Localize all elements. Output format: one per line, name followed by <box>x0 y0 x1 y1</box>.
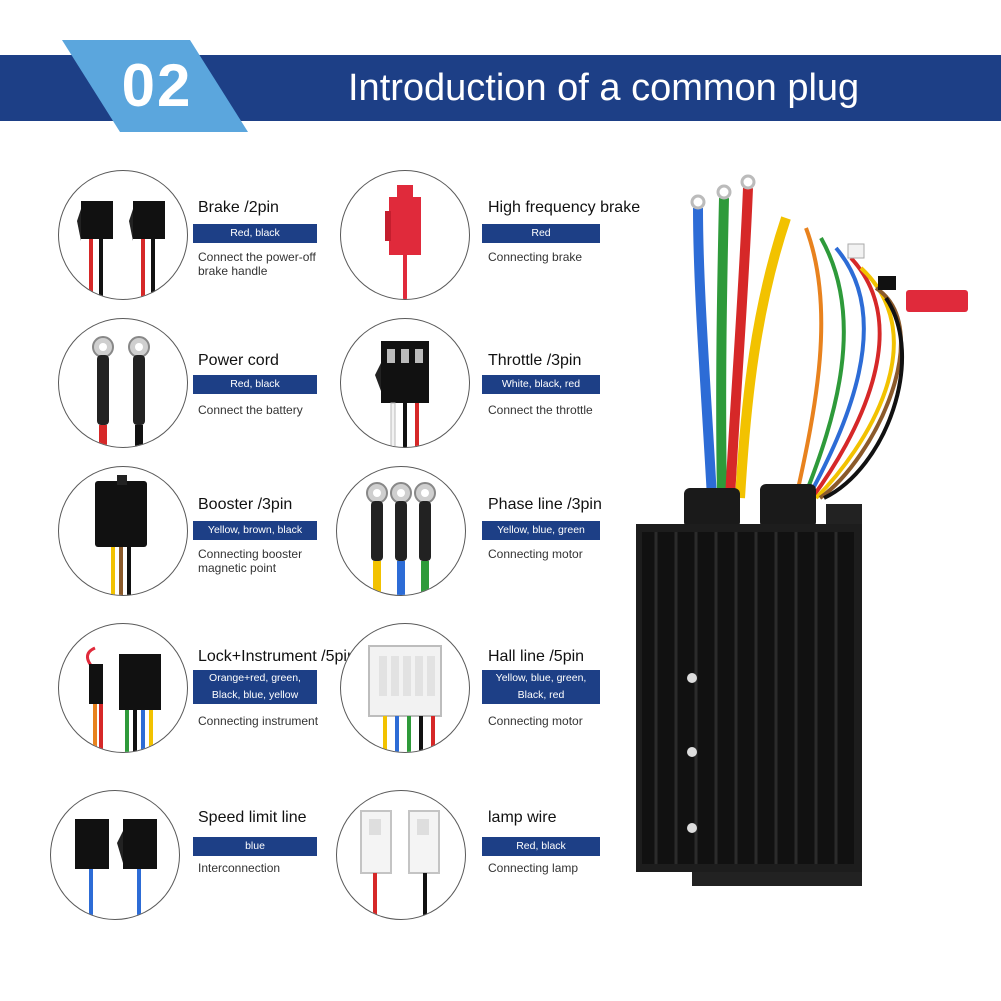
brake-2pin-desc: Connect the power-off brake handle <box>198 250 316 278</box>
hall-line-desc: Connecting motor <box>488 714 583 728</box>
high-frequency-brake-title: High frequency brake <box>488 199 641 216</box>
lock-instrument-desc: Connecting instrument <box>198 714 319 728</box>
power-cord-colors: Red, black <box>193 375 317 394</box>
hall-line-5pin-connector-icon <box>340 623 470 753</box>
booster-3pin-connector-icon <box>58 466 188 596</box>
throttle-3pin-title: Throttle /3pin <box>488 352 582 369</box>
throttle-3pin-connector-icon <box>340 318 470 448</box>
motor-controller-icon <box>636 168 988 898</box>
speed-limit-desc: Interconnection <box>198 861 281 875</box>
hall-line-title: Hall line /5pin <box>488 648 585 665</box>
lamp-wire-title: lamp wire <box>488 809 557 826</box>
power-cord-terminal-icon <box>58 318 188 448</box>
power-cord-desc: Connect the battery <box>198 403 303 417</box>
phase-line-title: Phase line /3pin <box>488 496 602 513</box>
high-frequency-brake-connector-icon <box>340 170 470 300</box>
brake-2pin-connector-icon <box>58 170 188 300</box>
lamp-wire-connector-icon <box>336 790 466 920</box>
phase-line-colors: Yellow, blue, green <box>482 521 600 540</box>
power-cord-title: Power cord <box>198 352 279 369</box>
speed-limit-colors: blue <box>193 837 317 856</box>
section-number: 02 <box>121 52 193 119</box>
booster-3pin-colors: Yellow, brown, black <box>193 521 317 540</box>
lock-instrument-colors: Orange+red, green, Black, blue, yellow <box>193 670 317 704</box>
high-frequency-brake-desc: Connecting brake <box>488 250 583 264</box>
lock-instrument-5pin-connector-icon <box>58 623 188 753</box>
lamp-wire-colors: Red, black <box>482 837 600 856</box>
throttle-3pin-colors: White, black, red <box>482 375 600 394</box>
hall-line-colors: Yellow, blue, green, Black, red <box>482 670 600 704</box>
phase-line-terminal-icon <box>336 466 466 596</box>
booster-3pin-title: Booster /3pin <box>198 496 293 513</box>
section-badge <box>62 40 248 132</box>
brake-2pin-colors: Red, black <box>193 224 317 243</box>
speed-limit-title: Speed limit line <box>198 809 307 826</box>
high-frequency-brake-colors: Red <box>482 224 600 243</box>
speed-limit-connector-icon <box>50 790 180 920</box>
lamp-wire-desc: Connecting lamp <box>488 861 579 875</box>
phase-line-desc: Connecting motor <box>488 547 583 561</box>
lock-instrument-title: Lock+Instrument /5pin <box>198 648 356 665</box>
page-title: Introduction of a common plug <box>348 67 860 109</box>
brake-2pin-title: Brake /2pin <box>198 199 279 216</box>
booster-3pin-desc: Connecting booster magnetic point <box>198 547 303 575</box>
throttle-3pin-desc: Connect the throttle <box>488 403 593 417</box>
